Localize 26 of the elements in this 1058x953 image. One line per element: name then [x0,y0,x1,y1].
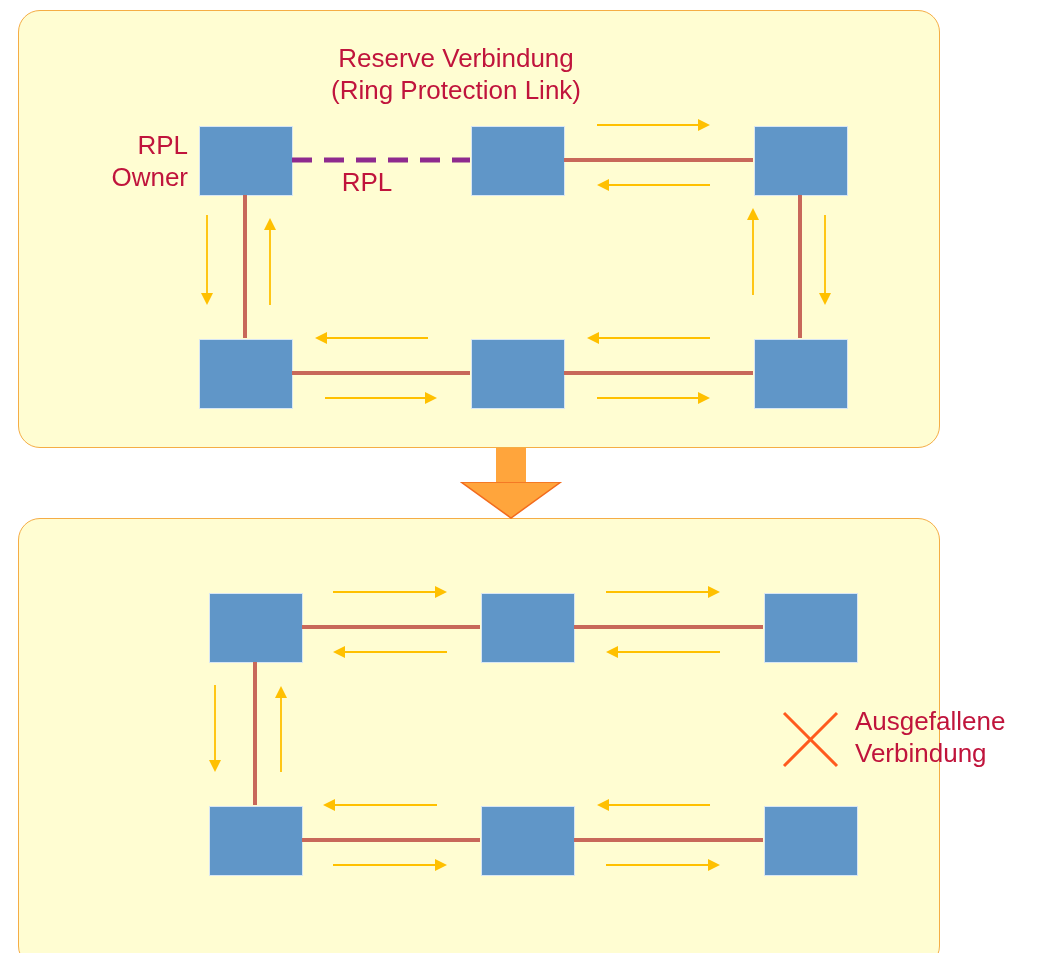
switch-box [471,126,565,196]
block-arrow [460,448,562,519]
link-line [302,838,480,842]
node-caption: RPL Owner [110,129,188,193]
annotation-text: Reserve Verbindung (Ring Protection Link) [330,42,582,106]
switch-box [764,806,858,876]
link-line [798,195,802,338]
switch-box [481,593,575,663]
link-line [564,371,753,375]
switch-box [209,806,303,876]
switch-box [481,806,575,876]
switch-box [471,339,565,409]
switch-box [754,339,848,409]
panel-background [18,10,940,448]
link-line [574,625,763,629]
dashed-link [292,157,470,163]
link-line [253,662,257,805]
link-line [292,371,470,375]
link-line [564,158,753,162]
link-line [243,195,247,338]
link-line [574,838,763,842]
switch-box [199,339,293,409]
switch-box [764,593,858,663]
switch-box [209,593,303,663]
link-line [302,625,480,629]
switch-box [754,126,848,196]
